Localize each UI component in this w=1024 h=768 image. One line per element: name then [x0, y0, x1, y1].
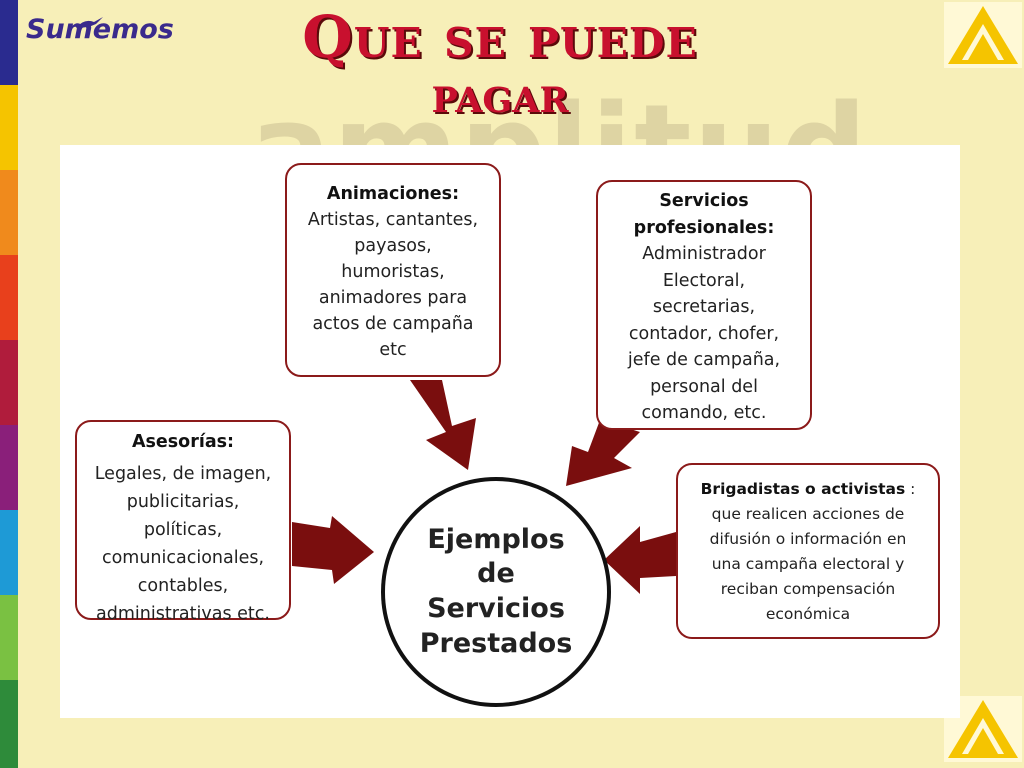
asesorias-line: comunicacionales,	[101, 548, 265, 568]
arrow-animaciones	[410, 380, 476, 470]
asesorias-heading: Asesorías:	[131, 432, 235, 452]
box-brigadistas: Brigadistas o activistas : que realicen …	[676, 463, 940, 639]
servicios-line: comando, etc.	[641, 403, 767, 423]
servicios-line: Administrador	[642, 244, 766, 264]
servicios-line: Electoral,	[662, 270, 746, 291]
asesorias-line: contables,	[137, 576, 229, 596]
brigadistas-line: que realicen acciones de	[711, 505, 905, 523]
stripe-yellow	[0, 85, 18, 170]
center-line: Ejemplos	[427, 523, 565, 555]
asesorias-line: políticas,	[143, 520, 223, 540]
box-servicios-profesionales: Servicios profesionales: Administrador E…	[596, 180, 812, 430]
animaciones-line: humoristas,	[341, 262, 445, 282]
stripe-lime	[0, 595, 18, 680]
center-line: Servicios	[427, 593, 565, 624]
animaciones-line: Artistas, cantantes,	[307, 210, 479, 230]
stripe-orange	[0, 170, 18, 255]
stripe-purple	[0, 425, 18, 510]
box-animaciones: Animaciones: Artistas, cantantes, payaso…	[285, 163, 501, 377]
animaciones-heading: Animaciones:	[326, 184, 460, 204]
title-line-1: Que se puede	[302, 3, 698, 71]
animaciones-line: etc	[379, 340, 407, 360]
asesorias-line: Legales, de imagen,	[94, 464, 272, 484]
servicios-line: secretarias,	[652, 297, 756, 317]
center-line: de	[477, 558, 515, 590]
stripe-green	[0, 680, 18, 768]
stripe-navy	[0, 0, 18, 85]
brigadistas-line: difusión o información en	[709, 530, 907, 548]
brigadistas-heading-suffix: :	[905, 480, 916, 498]
asesorias-line: publicitarias,	[126, 492, 240, 512]
stripe-red	[0, 255, 18, 340]
servicios-heading-line: profesionales:	[633, 217, 775, 238]
arrow-asesorias	[292, 516, 374, 584]
stripe-blue	[0, 510, 18, 595]
color-stripe-bar	[0, 0, 18, 768]
servicios-heading-line: Servicios	[659, 191, 749, 211]
center-line: Prestados	[419, 627, 573, 659]
brand-logo: Sumemos	[26, 14, 174, 45]
brigadistas-line: reciban compensación	[720, 580, 896, 598]
arrow-servicios	[566, 420, 640, 486]
asesorias-line: administrativas etc.	[96, 604, 270, 624]
center-circle: Ejemplos de Servicios Prestados	[381, 477, 611, 707]
box-asesorias: Asesorías: Legales, de imagen, publicita…	[75, 420, 291, 624]
corner-triangle-logo-bottom	[944, 696, 1022, 762]
servicios-line: contador, chofer,	[628, 323, 780, 344]
brigadistas-line: una campaña electoral y	[711, 555, 905, 573]
arrow-brigadistas	[604, 526, 676, 594]
servicios-line: jefe de campaña,	[627, 350, 781, 370]
servicios-line: personal del	[650, 376, 758, 397]
brigadistas-line: económica	[765, 605, 851, 623]
brigadistas-heading: Brigadistas o activistas	[700, 480, 906, 498]
animaciones-line: actos de campaña	[312, 314, 474, 334]
hummingbird-icon	[76, 17, 103, 28]
corner-triangle-logo-top	[944, 2, 1022, 68]
animaciones-line: animadores para	[318, 288, 468, 308]
animaciones-line: payasos,	[354, 236, 432, 256]
page-title: Que se puede pagar	[180, 8, 820, 120]
title-line-2: pagar	[431, 65, 569, 124]
stripe-crimson	[0, 340, 18, 425]
